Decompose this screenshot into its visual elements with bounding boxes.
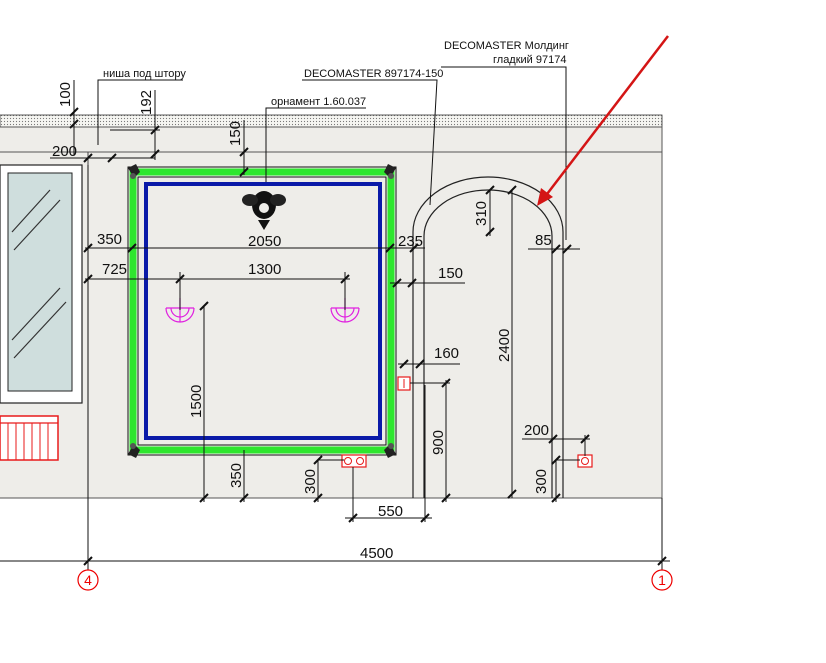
dim-725: 725 (102, 261, 127, 278)
corner-ornament-top-left (128, 164, 140, 179)
dim-85: 85 (535, 232, 552, 249)
axis-label-right: 1 (658, 572, 666, 588)
dim-160: 160 (434, 345, 459, 362)
dim-200-right: 200 (524, 422, 549, 439)
dim-350-left: 350 (97, 231, 122, 248)
frame-blue-molding (144, 182, 382, 440)
axis-label-left: 4 (84, 572, 92, 588)
dim-150-right: 150 (438, 265, 463, 282)
socket-double (341, 454, 367, 468)
axis-marker-right: 1 (651, 569, 673, 591)
dimension-lines (0, 66, 670, 570)
switch (397, 376, 411, 391)
dim-235: 235 (398, 233, 423, 250)
dim-300-b: 300 (533, 469, 550, 494)
arch-doorway (412, 176, 564, 498)
corner-ornament-top-right (384, 164, 396, 179)
red-pointer-arrow (537, 35, 669, 206)
ceiling-cornice (0, 114, 663, 128)
dim-550: 550 (378, 503, 403, 520)
dim-2400: 2400 (496, 329, 513, 362)
window (0, 164, 83, 404)
dim-192: 192 (138, 90, 155, 115)
dim-4500: 4500 (360, 545, 393, 562)
radiator (0, 415, 59, 461)
dim-2050: 2050 (248, 233, 281, 250)
label-niche: ниша под штору (103, 68, 186, 80)
dim-350-bottom: 350 (228, 463, 245, 488)
dim-1300: 1300 (248, 261, 281, 278)
corner-ornament-bottom-right (384, 443, 396, 458)
dim-1500: 1500 (188, 385, 205, 418)
central-ornament (242, 191, 286, 230)
axis-marker-left: 4 (77, 569, 99, 591)
dim-100: 100 (57, 82, 74, 107)
dim-300-a: 300 (302, 469, 319, 494)
label-ornament: орнамент 1.60.037 (271, 96, 366, 108)
socket-single (577, 454, 593, 468)
label-decomaster-molding-1: DECOMASTER Молдинг (444, 40, 569, 52)
frame-green-molding (129, 168, 395, 454)
corner-ornament-bottom-left (128, 443, 140, 458)
dim-310: 310 (473, 201, 490, 226)
dim-200-left: 200 (52, 143, 77, 160)
label-decomaster-frame: DECOMASTER 897174-150 (304, 68, 443, 80)
label-decomaster-molding-2: гладкий 97174 (493, 54, 566, 66)
dim-150-top: 150 (227, 121, 244, 146)
dim-900: 900 (430, 430, 447, 455)
